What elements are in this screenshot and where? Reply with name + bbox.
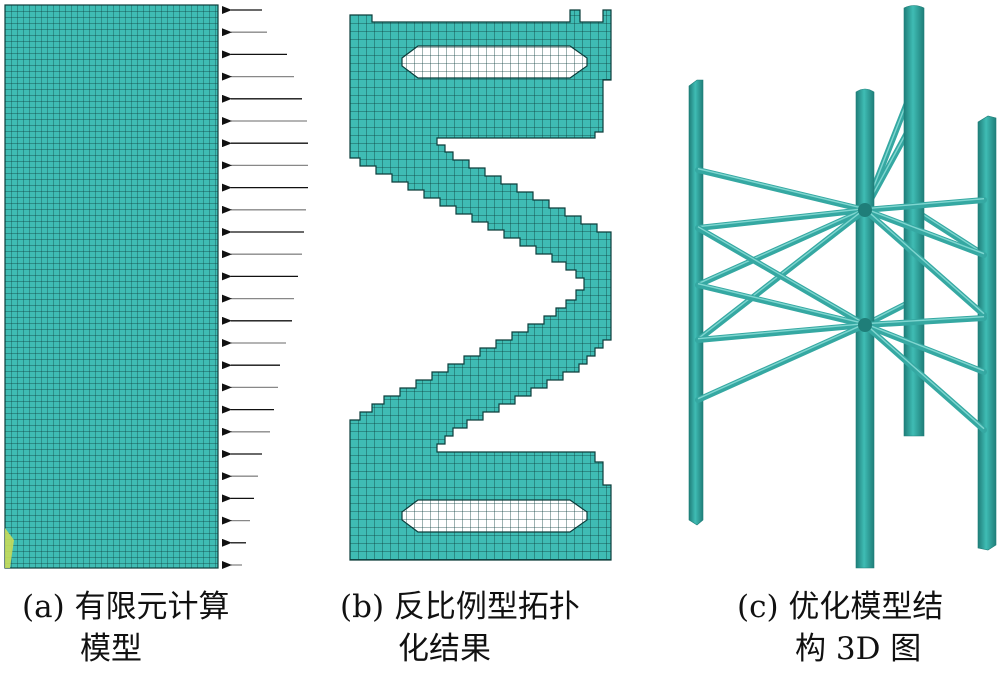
fe-mesh-border xyxy=(4,4,219,569)
caption-panel-b: (b) 反比例型拓扑 化结果 xyxy=(340,586,580,670)
brace-highlight xyxy=(697,226,866,325)
caption-a-line1: 有限元计算 xyxy=(74,589,230,625)
brace-highlight xyxy=(864,323,985,430)
brace-member xyxy=(695,207,868,288)
caption-b-line1: 反比例型拓扑 xyxy=(393,589,580,625)
brace-highlight xyxy=(864,316,985,325)
panel-b-topology-result xyxy=(349,9,612,561)
caption-a-line2: 模型 xyxy=(80,631,142,667)
brace-member xyxy=(862,197,987,213)
brace-joint xyxy=(858,318,872,332)
panel-a-fe-model xyxy=(4,4,308,569)
brace-highlight xyxy=(697,323,866,340)
brace-member xyxy=(862,322,987,375)
column-back xyxy=(903,5,925,437)
caption-panel-c: (c) 优化模型结 构 3D 图 xyxy=(737,586,943,670)
brace-highlight xyxy=(697,208,866,228)
brace-member xyxy=(862,207,987,318)
brace-member xyxy=(695,167,868,213)
brace-member xyxy=(695,282,868,328)
fe-boundary-mark xyxy=(5,528,14,568)
caption-c-label: (c) xyxy=(737,589,779,625)
caption-a-label: (a) xyxy=(22,589,65,625)
brace-member xyxy=(862,315,987,328)
brace-highlight xyxy=(864,208,985,255)
brace-highlight xyxy=(864,323,985,372)
load-arrows xyxy=(222,6,308,569)
brace-member xyxy=(695,322,868,403)
brace-highlight xyxy=(697,323,866,400)
column-right xyxy=(977,115,997,551)
brace-highlight xyxy=(864,198,985,210)
topology-mesh-grid xyxy=(350,10,611,560)
caption-c-line2: 构 3D 图 xyxy=(795,631,922,667)
panel-c-3d-structure xyxy=(688,5,997,569)
caption-panel-a: (a) 有限元计算 模型 xyxy=(22,586,230,670)
brace-joint xyxy=(858,203,872,217)
brace-member xyxy=(862,322,987,433)
brace-highlight xyxy=(913,208,985,255)
brace-member xyxy=(862,207,987,258)
brace-member xyxy=(695,322,868,343)
brace-highlight xyxy=(697,208,866,285)
front-braces xyxy=(695,167,987,433)
caption-c-line1: 优化模型结 xyxy=(788,589,944,625)
fe-mesh-grid xyxy=(5,5,218,568)
brace-highlight xyxy=(697,168,866,210)
brace-highlight xyxy=(697,283,866,325)
brace-highlight xyxy=(864,208,985,315)
caption-b-label: (b) xyxy=(340,589,385,625)
column-left xyxy=(688,79,704,526)
brace-member xyxy=(695,207,868,231)
brace-member xyxy=(695,225,868,328)
caption-b-line2: 化结果 xyxy=(398,631,491,667)
topology-outline xyxy=(349,9,612,561)
